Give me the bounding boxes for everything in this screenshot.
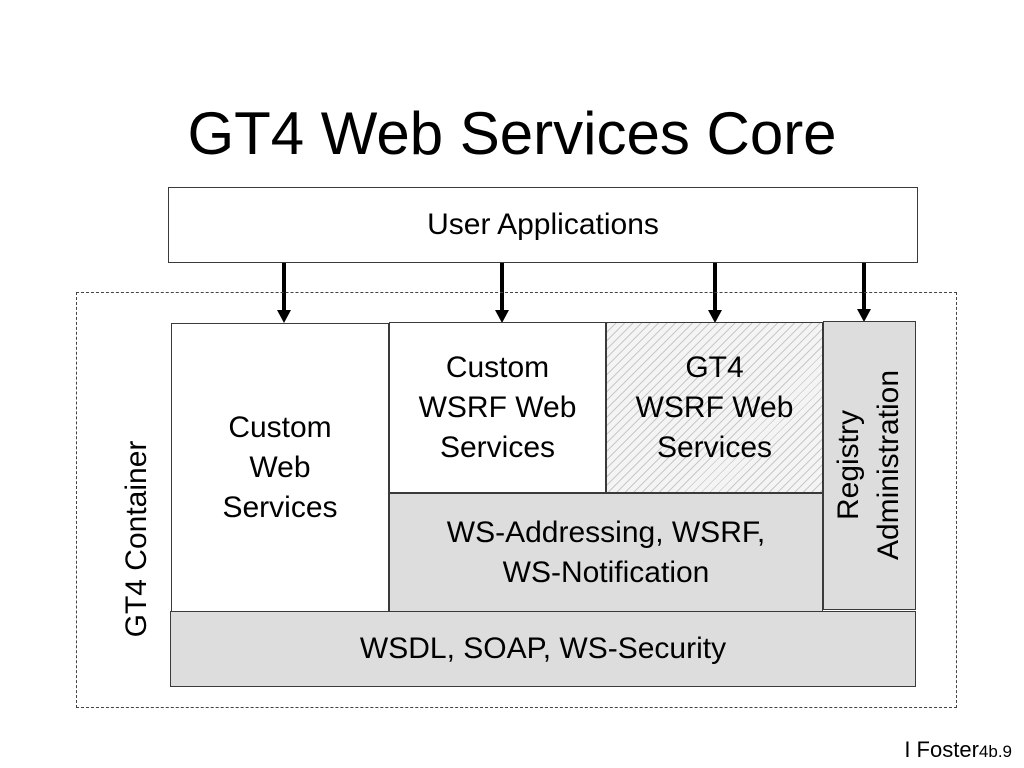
wsdl-soap-box: WSDL, SOAP, WS-Security (170, 611, 916, 687)
user-applications-label: User Applications (427, 208, 659, 241)
registry-administration-label: Registry Administration (832, 369, 905, 561)
slide-title: GT4 Web Services Core (187, 100, 837, 167)
ws-addressing-box: WS-Addressing, WSRF, WS-Notification (389, 493, 823, 613)
user-applications-box: User Applications (168, 187, 918, 263)
gt4-wsrf-web-services-label: GT4 WSRF Web Services (635, 350, 794, 464)
custom-wsrf-web-services-box: Custom WSRF Web Services (389, 322, 606, 493)
custom-web-services-label: Custom Web Services (222, 411, 338, 524)
footer-author: I Foster (904, 737, 979, 762)
gt4-wsrf-web-services-box: GT4 WSRF Web Services (606, 322, 823, 493)
gt4-container-label: GT4 Container (120, 440, 153, 638)
ws-addressing-label: WS-Addressing, WSRF, WS-Notification (446, 516, 766, 589)
slide-footer: I Foster4b.9 (904, 736, 1012, 764)
registry-administration-box (823, 321, 916, 610)
footer-page-number: 4b.9 (978, 742, 1012, 761)
custom-wsrf-web-services-label: Custom WSRF Web Services (418, 350, 577, 464)
wsdl-soap-label: WSDL, SOAP, WS-Security (359, 632, 727, 665)
custom-web-services-box: Custom Web Services (171, 323, 389, 613)
gt4-container-outline (76, 292, 957, 708)
